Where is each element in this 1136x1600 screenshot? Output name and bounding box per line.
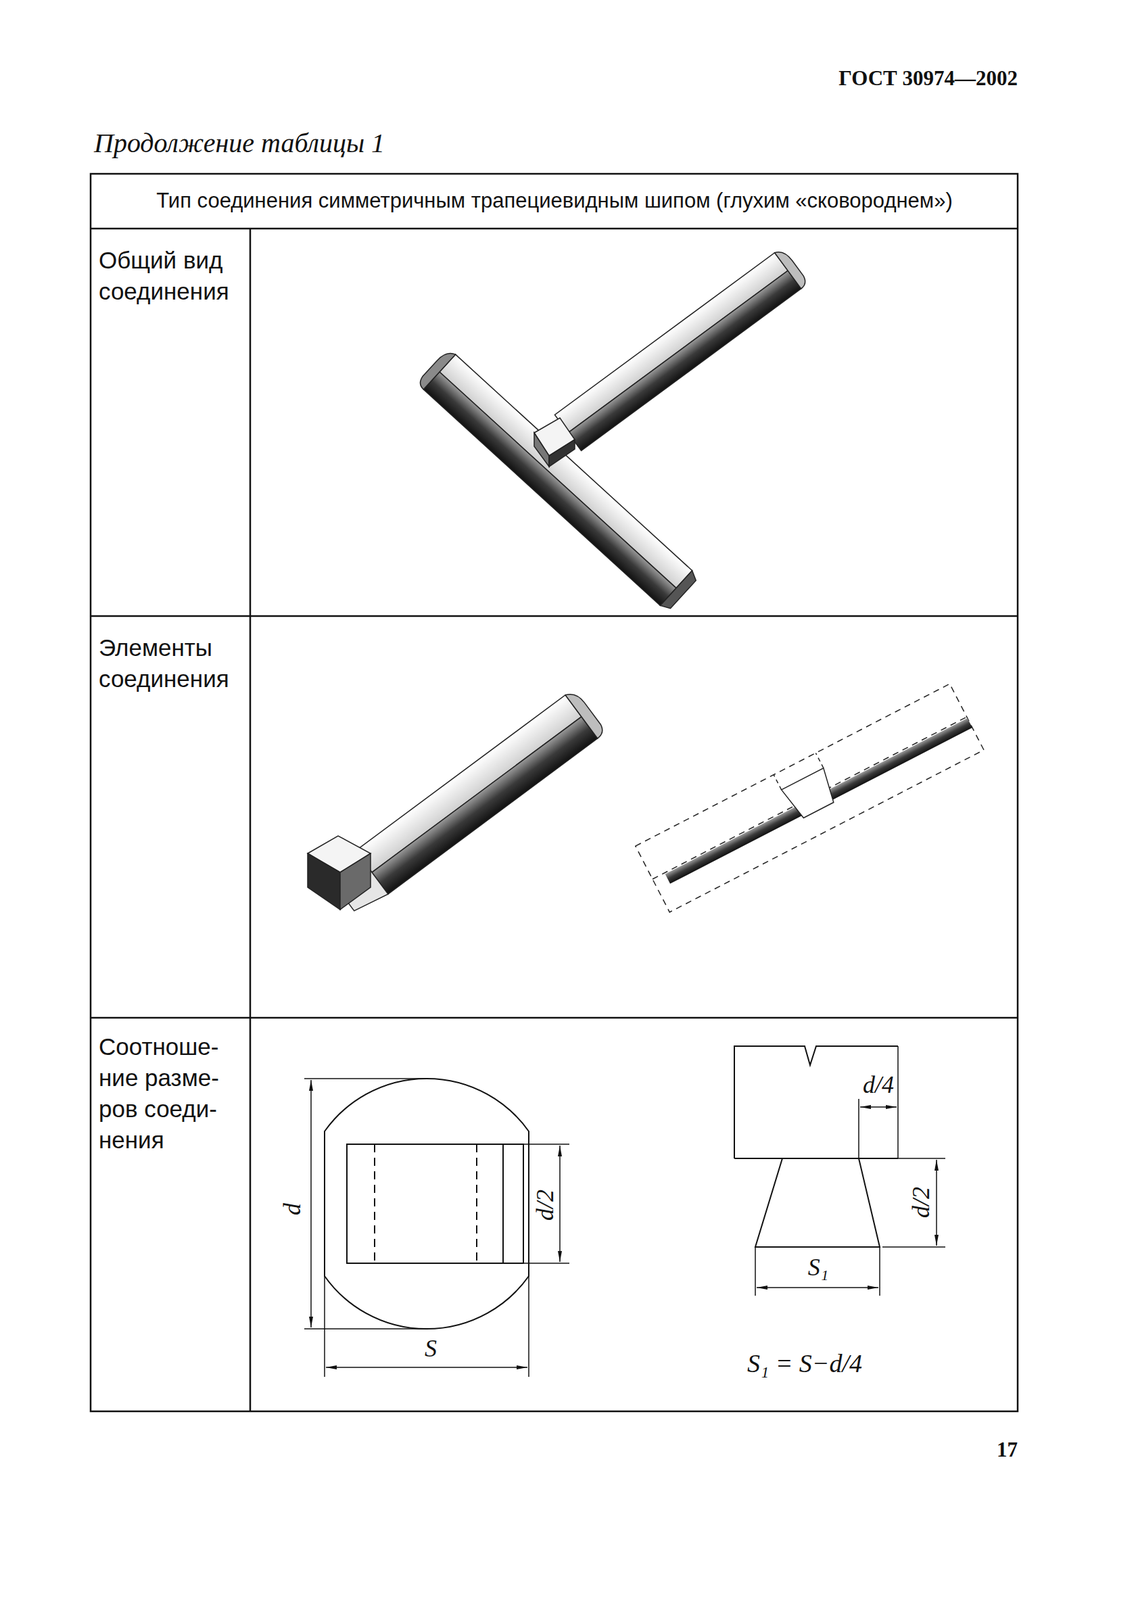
tenon-profile-drawing xyxy=(734,1046,946,1296)
dimension-label: d/2 xyxy=(907,1184,935,1220)
tenon-beam xyxy=(307,683,607,917)
table-continuation: Продолжение таблицы 1 xyxy=(93,127,385,159)
joint-general-view xyxy=(416,246,809,612)
page-number: 17 xyxy=(996,1437,1018,1462)
row-header: Общий вид соединения xyxy=(98,244,249,307)
mortise-beam xyxy=(635,683,984,913)
cross-section-drawing xyxy=(304,1078,570,1377)
formula: S₁ = S−d/4 xyxy=(747,1348,863,1379)
row-header: Элементы соединения xyxy=(98,632,249,695)
dimension-label: S₁ xyxy=(806,1253,832,1281)
table-header: Тип соединения симметричным трапециевидн… xyxy=(156,188,953,213)
table-grid xyxy=(90,173,1018,1412)
dimension-label: d xyxy=(278,1200,306,1218)
dimension-label: d/4 xyxy=(860,1071,896,1099)
dimension-label: d/2 xyxy=(531,1187,559,1223)
dimension-label: S xyxy=(422,1334,439,1362)
row-header: Соотноше- ние разме- ров соеди- нения xyxy=(98,1031,249,1156)
document-code: ГОСТ 30974—2002 xyxy=(838,66,1018,91)
